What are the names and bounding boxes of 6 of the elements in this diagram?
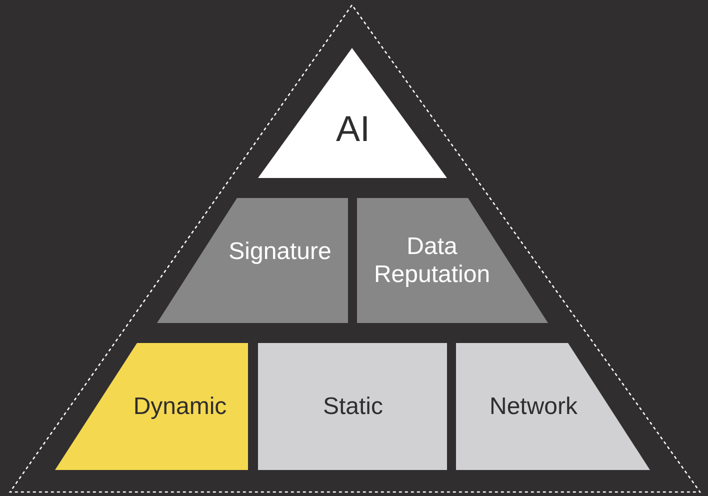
tier-label: Dynamic — [132, 393, 228, 421]
tier-label: Static — [322, 393, 384, 421]
tier-label: Signature — [228, 238, 332, 266]
tier-label: AI — [334, 108, 371, 150]
tier-label: Data Reputation — [372, 233, 492, 288]
tier-label: Network — [488, 393, 579, 421]
